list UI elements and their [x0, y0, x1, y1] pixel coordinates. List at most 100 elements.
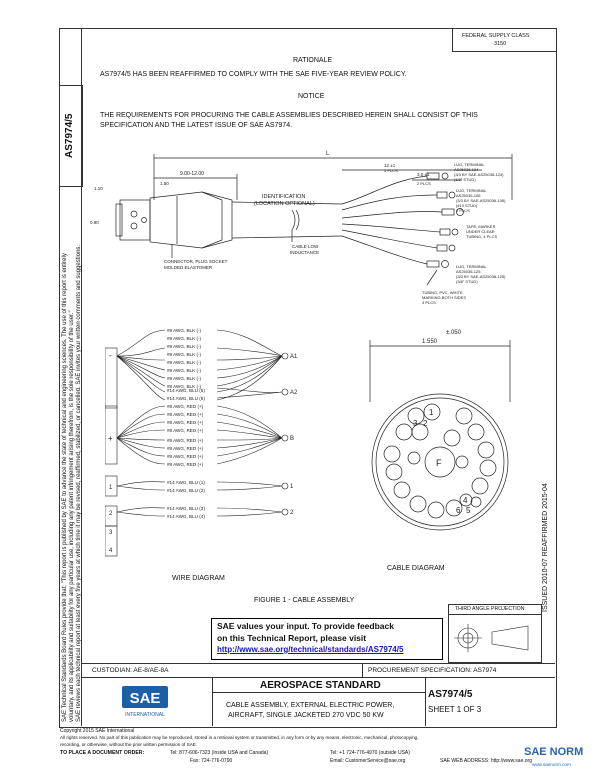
wire-plus-3: #8 AWG, RED (+) [167, 420, 204, 425]
wire-diagram-title: WIRE DIAGRAM [172, 575, 225, 582]
side-dates: ISSUED 2010-07 REAFFIRMED 2015-04 [542, 483, 549, 612]
sheet-number: SHEET 1 OF 3 [428, 705, 482, 714]
footer-tel2: Tel: +1 724-776-4970 (outside USA) [330, 750, 410, 756]
lug3-line1: LUG, TERMINAL [456, 264, 487, 269]
wire-plus-6: #8 AWG, RED (+) [167, 446, 204, 451]
svg-text:SAE: SAE [130, 690, 161, 707]
side-legal-2: voluntary, and its applicability and sui… [69, 310, 75, 722]
doc-title-1: CABLE ASSEMBLY, EXTERNAL ELECTRIC POWER, [226, 702, 395, 709]
dim-L: L [326, 151, 330, 157]
wire-diagram: #8 AWG, BLK (-) #8 AWG, BLK (-) #8 AWG, … [105, 328, 298, 557]
wire-g1-2: #14 AWG, BLU (2) [167, 488, 205, 493]
tape-line2: UNDER CLEAR [466, 229, 495, 234]
lug1-line3: (3/3 BY SAE-AS25036-124) [454, 172, 504, 177]
wire-plus-2: #8 AWG, RED (+) [167, 412, 204, 417]
lug2-line2: AS25036-106 [456, 193, 481, 198]
rationale-title: RATIONALE [293, 57, 333, 64]
cable-center-label: F [436, 458, 442, 468]
cable-diagram: ±.050 1.550 F 1 3 2 4 6 5 [369, 330, 511, 531]
terminal-2: 2 [290, 510, 294, 516]
tubing-line3: 4 PLCS [422, 300, 436, 305]
wire-minus-1: #8 AWG, BLK (-) [167, 328, 202, 333]
fed-class-value: 3150 [494, 41, 507, 47]
doc-id-vertical-box [59, 85, 83, 187]
feedback-box [211, 618, 443, 660]
wire-minus-7: #8 AWG, BLK (-) [167, 376, 202, 381]
footer-fax: Fax: 724-776-0790 [190, 758, 233, 764]
cable-num-1: 1 [429, 408, 434, 417]
pin-minus: - [109, 351, 112, 360]
dim-900-1200: 9.00-12.00 [180, 171, 204, 177]
dim-12-places: 5 PLCS [384, 168, 398, 173]
lug1-line4: (1/2" STUD) [454, 177, 476, 182]
cable-dia: 1.550 [422, 339, 438, 345]
tape-line3: TUBING, 4 PLCS [466, 234, 497, 239]
cable-low-label: CABLE LOW [292, 244, 319, 249]
wire-plus-7: #8 AWG, RED (+) [167, 454, 204, 459]
connector-label: CONNECTOR, PLUG SOCKET [164, 259, 228, 264]
wire-minus-4: #8 AWG, BLK (-) [167, 352, 202, 357]
wire-minus-5: #8 AWG, BLK (-) [167, 360, 202, 365]
dim-150: 1.50 [160, 181, 169, 186]
lug2-line5: 2 PLCS [456, 208, 470, 213]
feedback-line2: on this Technical Report, please visit [217, 633, 367, 643]
identification-label: IDENTIFICATION [262, 194, 305, 200]
lug1-line1: LUG, TERMINAL [454, 162, 485, 167]
cable-num-2: 2 [423, 419, 428, 428]
sae-logo: SAE INTERNATIONAL [116, 684, 176, 720]
title-divider-left [212, 677, 213, 726]
pin-2: 2 [109, 511, 113, 517]
pin-plus: + [108, 434, 113, 443]
notice-title: NOTICE [298, 93, 325, 100]
projection-box [448, 604, 542, 663]
dim-110: 1.10 [94, 186, 103, 191]
watermark-sub: www.saenorm.com [532, 762, 571, 767]
wire-plus-5: #8 AWG, RED (+) [167, 438, 204, 443]
wire-plus-1: #8 AWG, RED (+) [167, 404, 204, 409]
cable-num-5: 5 [466, 506, 471, 515]
identification-sub: (LOCATION OPTIONAL) [254, 201, 315, 207]
doc-number: AS7974/5 [428, 689, 473, 700]
lug3-line2: AS25036-125 [456, 269, 481, 274]
cable-num-6: 6 [456, 506, 461, 515]
page-frame [59, 28, 557, 728]
footer-rights: All rights reserved. No part of this pub… [60, 735, 419, 740]
cable-num-3: 3 [413, 419, 418, 428]
watermark-brand: SAE NORM [524, 746, 584, 758]
figure-caption: FIGURE 1 - CABLE ASSEMBLY [254, 597, 355, 604]
custodian-top-line [82, 663, 555, 664]
footer-web: SAE WEB ADDRESS: http://www.sae.org [440, 758, 532, 764]
wire-plus-8: #8 AWG, RED (+) [167, 462, 204, 467]
wire-plus-4: #8 AWG, RED (+) [167, 428, 204, 433]
dim-3-places: 2 PLCS [417, 181, 431, 186]
dim-12: 12 ±1 [384, 163, 396, 168]
lug2-line1: LUG, TERMINAL [456, 188, 487, 193]
standard-underline [212, 692, 425, 693]
tubing-line2: MARKING BOTH SIDES [422, 295, 466, 300]
feedback-link[interactable]: http://www.sae.org/technical/standards/A… [217, 645, 404, 654]
wire-minus-3: #8 AWG, BLK (-) [167, 344, 202, 349]
wire-a2-1: #14 AWG, BLU (5) [167, 388, 205, 393]
footer-tel: Tel: 877-606-7323 (inside USA and Canada… [170, 750, 269, 756]
lug2-line4: (#10 STUD) [456, 203, 478, 208]
standard-title: AEROSPACE STANDARD [260, 680, 381, 691]
lug2-line3: (3/3 BY SAE-AS25036-106) [456, 198, 506, 203]
terminal-a1: A1 [290, 354, 298, 360]
cable-tol: ±.050 [446, 330, 462, 336]
title-divider-right [425, 677, 426, 726]
wire-g2-1: #14 AWG, BLU (3) [167, 506, 205, 511]
lug3-line4: (3/8" STUD) [456, 279, 478, 284]
fed-class-label: FEDERAL SUPPLY CLASS [462, 33, 530, 39]
projection-symbol [454, 624, 529, 652]
wire-g1-1: #14 AWG, BLU (1) [167, 480, 205, 485]
cable-diagram-title: CABLE DIAGRAM [387, 565, 445, 572]
projection-divider [448, 614, 541, 615]
wire-minus-6: #8 AWG, BLK (-) [167, 368, 202, 373]
doc-id-vertical: AS7974/5 [64, 113, 75, 158]
inductance-label: INDUCTANCE [290, 250, 319, 255]
wire-a2-2: #14 AWG, BLU (6) [167, 396, 205, 401]
pin-1: 1 [109, 485, 113, 491]
side-legal-1: SAE Technical Standards Board Rules prov… [62, 253, 68, 722]
wire-minus-2: #8 AWG, BLK (-) [167, 336, 202, 341]
notice-line1: THE REQUIREMENTS FOR PROCURING THE CABLE… [100, 112, 478, 119]
